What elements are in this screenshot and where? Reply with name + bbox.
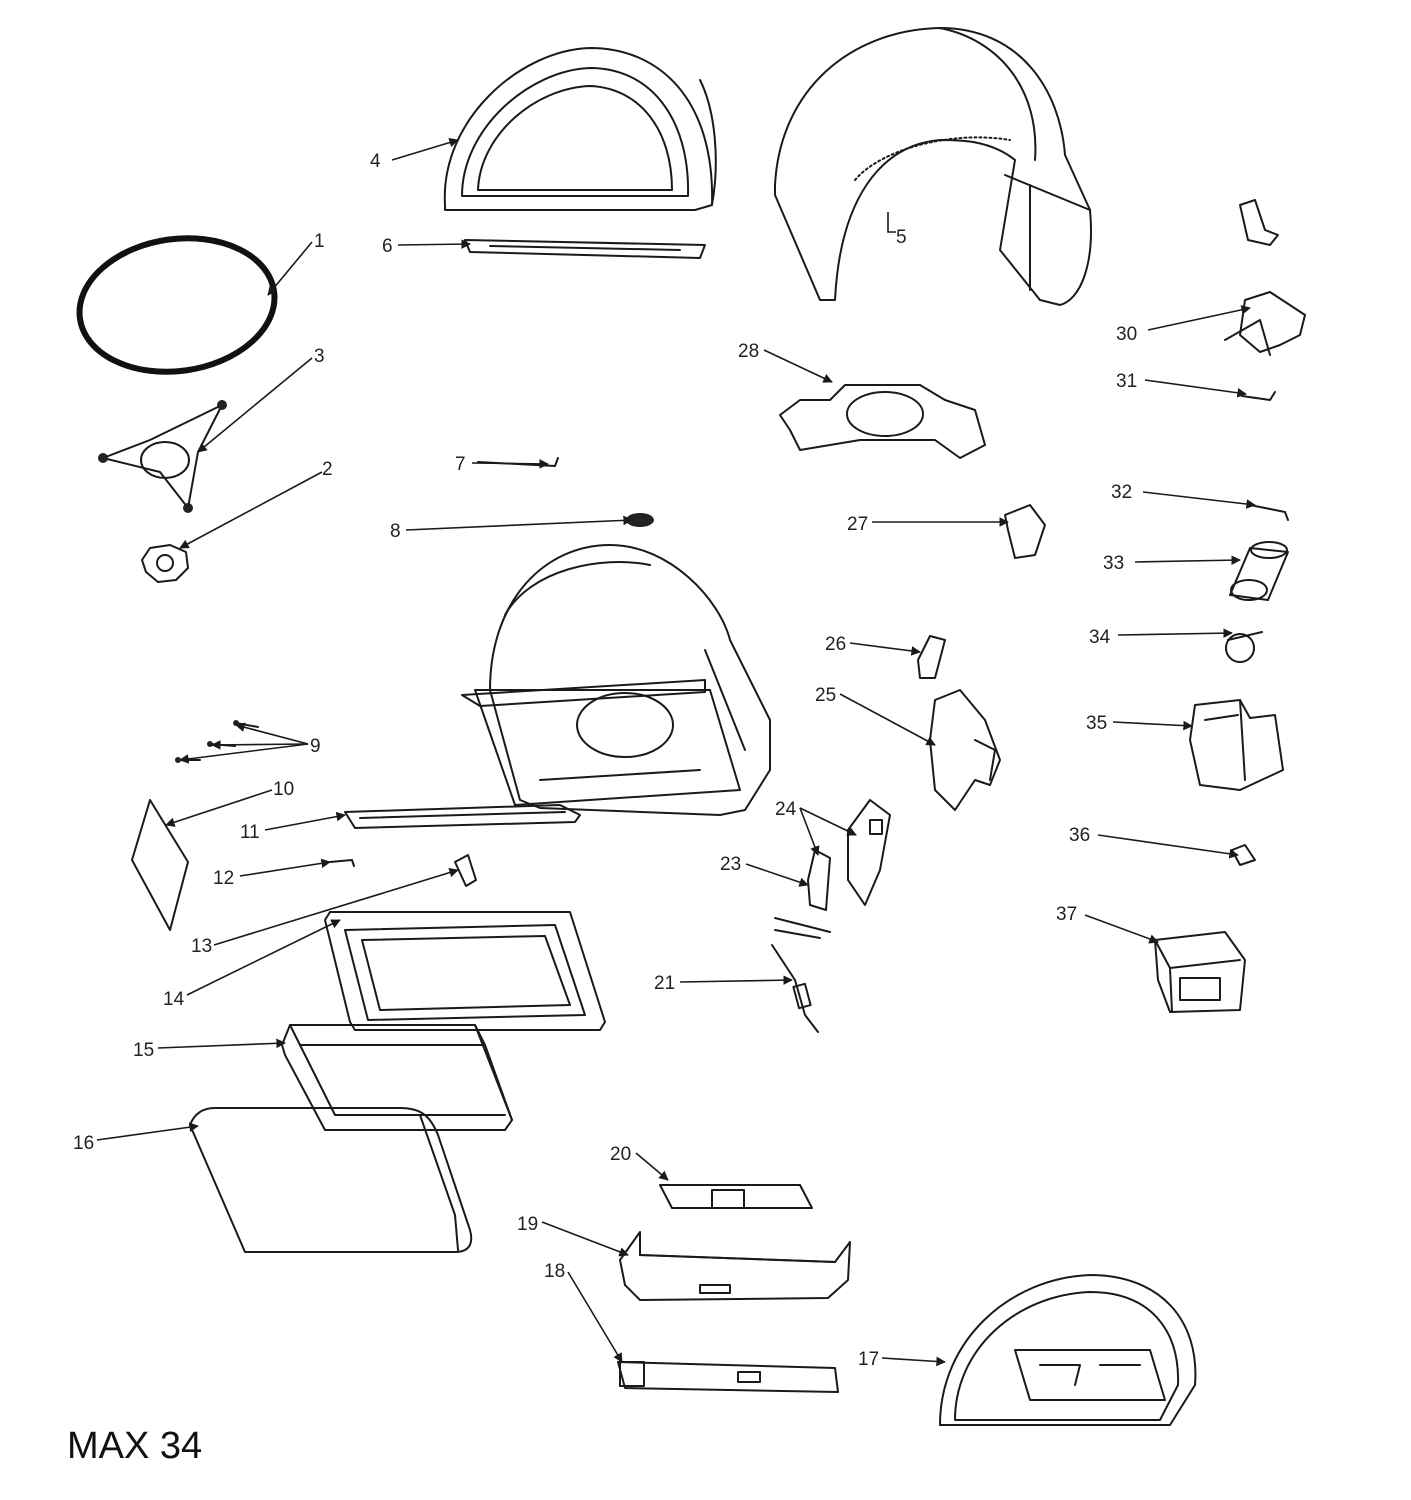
part-13-latch bbox=[454, 854, 477, 887]
callout-26: 26 bbox=[825, 634, 846, 655]
part-6-trim-bar bbox=[464, 239, 706, 259]
part-2-coupler bbox=[141, 544, 189, 583]
part-36-clip bbox=[1231, 844, 1256, 866]
callout-16: 16 bbox=[73, 1133, 94, 1154]
part-32-wire bbox=[1249, 504, 1289, 521]
part-5-outer-cover bbox=[774, 27, 1092, 306]
part-23-micro-switch bbox=[807, 849, 831, 911]
part-9-screws bbox=[175, 720, 259, 763]
callout-25: 25 bbox=[815, 685, 836, 706]
callout-35: 35 bbox=[1086, 713, 1107, 734]
part-25-hv-assembly bbox=[929, 689, 1001, 811]
callout-5: 5 bbox=[896, 227, 907, 248]
part-28-fan-bracket bbox=[779, 384, 986, 459]
callout-7: 7 bbox=[455, 454, 466, 475]
callout-18: 18 bbox=[544, 1261, 565, 1282]
leader-lines bbox=[96, 137, 1256, 1367]
callout-27: 27 bbox=[847, 514, 868, 535]
callout-20: 20 bbox=[610, 1144, 631, 1165]
callout-32: 32 bbox=[1111, 482, 1132, 503]
part-24-switch-bracket bbox=[847, 799, 891, 906]
part-18-control-strip bbox=[617, 1361, 839, 1393]
callout-9: 9 bbox=[310, 736, 321, 757]
callout-11: 11 bbox=[240, 822, 260, 843]
callout-31: 31 bbox=[1116, 371, 1137, 392]
part-7-pin bbox=[477, 457, 559, 467]
model-title: MAX 34 bbox=[67, 1425, 202, 1467]
callout-8: 8 bbox=[390, 521, 401, 542]
screws-cluster bbox=[774, 917, 831, 939]
callout-13: 13 bbox=[191, 936, 212, 957]
callout-28: 28 bbox=[738, 341, 759, 362]
callout-2: 2 bbox=[322, 459, 333, 480]
part-15-choke-cover bbox=[281, 1024, 513, 1131]
part-10-mica-plate bbox=[131, 799, 189, 931]
part-8-sensor bbox=[626, 513, 654, 527]
part-35-magnetron bbox=[1189, 699, 1284, 791]
callout-3: 3 bbox=[314, 346, 325, 367]
part-14-door-frame bbox=[324, 911, 606, 1031]
callout-4: 4 bbox=[370, 151, 381, 172]
part-26-lamp bbox=[917, 635, 946, 679]
part-33-capacitor bbox=[1229, 541, 1289, 601]
callout-1: 1 bbox=[314, 231, 325, 252]
part-4-front-arch-frame bbox=[443, 47, 717, 211]
part-1-roller-ring bbox=[76, 235, 278, 375]
part-12-pin bbox=[329, 859, 355, 867]
oven-cavity bbox=[461, 544, 771, 816]
callout-30: 30 bbox=[1116, 324, 1137, 345]
callout-23: 23 bbox=[720, 854, 741, 875]
callout-24: 24 bbox=[775, 799, 797, 820]
part-11-door-hook-bar bbox=[344, 804, 581, 829]
callout-21: 21 bbox=[654, 973, 675, 994]
part-27-interlock-switch bbox=[1004, 504, 1046, 559]
callout-17: 17 bbox=[858, 1349, 879, 1370]
callout-14: 14 bbox=[163, 989, 185, 1010]
part-34-thermostat bbox=[1225, 631, 1263, 663]
part-16-door-panel bbox=[189, 1107, 473, 1253]
callout-19: 19 bbox=[517, 1214, 538, 1235]
part-20-control-board bbox=[659, 1184, 813, 1209]
callout-15: 15 bbox=[133, 1040, 154, 1061]
part-19-bottom-bracket bbox=[619, 1231, 851, 1301]
callout-33: 33 bbox=[1103, 553, 1124, 574]
callout-36: 36 bbox=[1069, 825, 1090, 846]
callout-34: 34 bbox=[1089, 627, 1111, 648]
part-17-side-panel bbox=[939, 1274, 1197, 1426]
callout-37: 37 bbox=[1056, 904, 1077, 925]
callout-10: 10 bbox=[273, 779, 294, 800]
part-3-roller-support bbox=[98, 400, 227, 513]
callout-6: 6 bbox=[382, 236, 393, 257]
part-37-transformer bbox=[1154, 931, 1246, 1013]
callout-12: 12 bbox=[213, 868, 234, 889]
part-31-clip bbox=[1241, 391, 1276, 401]
part-21-fuse bbox=[771, 944, 819, 1033]
part-30-fan-motor bbox=[1224, 199, 1306, 356]
callout-labels: 1 2 3 4 5 6 7 8 9 10 11 12 13 14 15 16 1… bbox=[73, 151, 1137, 1370]
